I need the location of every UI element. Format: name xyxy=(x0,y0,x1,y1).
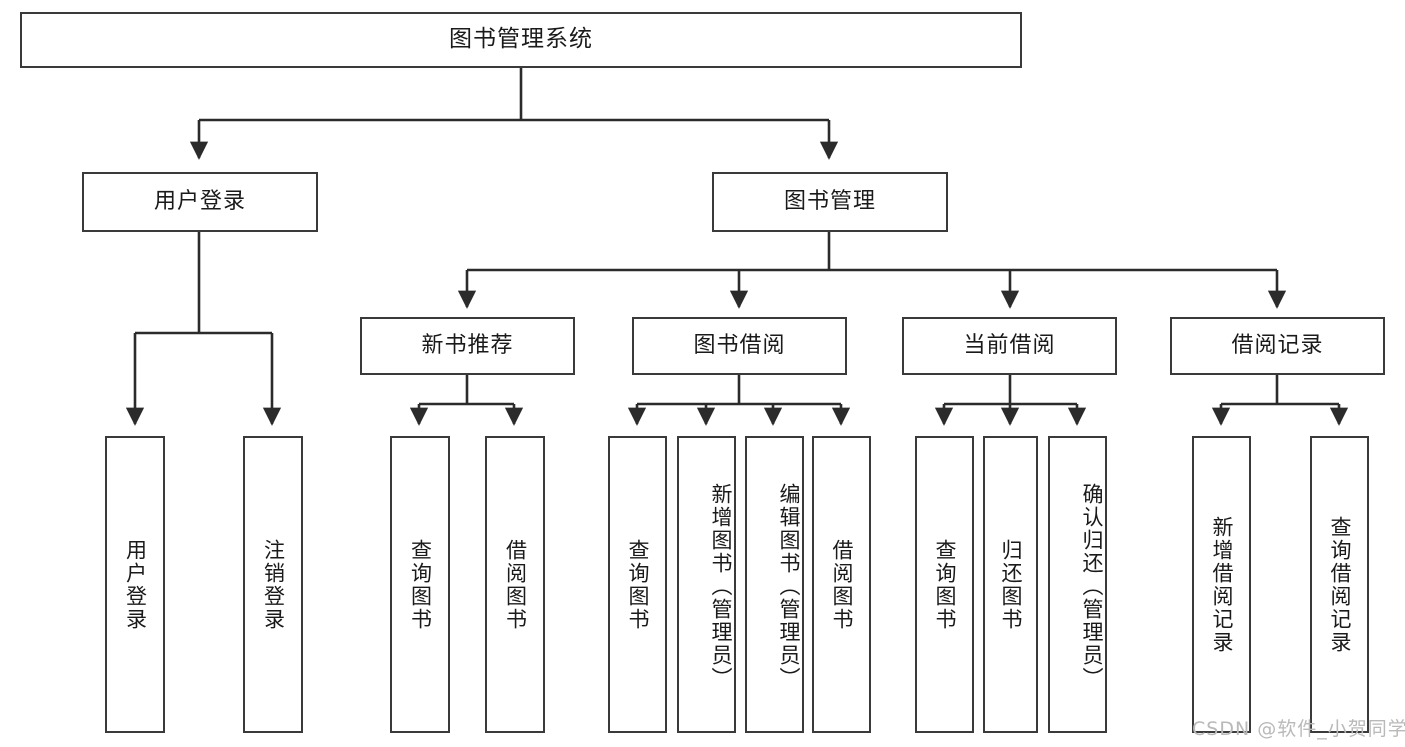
leaf-borrow-book-recommend[interactable]: 借阅图书 xyxy=(485,436,545,733)
watermark-text: CSDN @软件_小贺同学 xyxy=(1192,718,1405,740)
node-label: 确认归还（管理员） xyxy=(1080,483,1104,690)
leaf-query-borrow-record[interactable]: 查询借阅记录 xyxy=(1310,436,1369,733)
node-label: 当前借阅 xyxy=(963,332,1056,358)
leaf-query-book-current[interactable]: 查询图书 xyxy=(915,436,974,733)
leaf-borrow-book[interactable]: 借阅图书 xyxy=(812,436,871,733)
leaf-query-book-recommend[interactable]: 查询图书 xyxy=(390,436,450,733)
node-root-system[interactable]: 图书管理系统 xyxy=(20,12,1022,68)
leaf-edit-book-admin[interactable]: 编辑图书（管理员） xyxy=(745,436,804,733)
node-label: 图书管理 xyxy=(783,188,876,214)
node-label: 借阅图书 xyxy=(503,538,528,631)
node-user-login[interactable]: 用户登录 xyxy=(82,172,318,232)
leaf-user-login[interactable]: 用户登录 xyxy=(105,436,165,733)
leaf-logout-login[interactable]: 注销登录 xyxy=(243,436,303,733)
leaf-add-book-admin[interactable]: 新增图书（管理员） xyxy=(677,436,736,733)
node-label: 借阅图书 xyxy=(829,538,854,631)
leaf-confirm-return-admin[interactable]: 确认归还（管理员） xyxy=(1048,436,1107,733)
node-label: 注销登录 xyxy=(261,538,286,631)
node-label: 新书推荐 xyxy=(421,332,514,358)
node-book-management[interactable]: 图书管理 xyxy=(712,172,948,232)
leaf-return-book[interactable]: 归还图书 xyxy=(983,436,1038,733)
node-label: 查询图书 xyxy=(932,538,957,631)
node-borrow-record[interactable]: 借阅记录 xyxy=(1170,317,1385,375)
node-label: 图书管理系统 xyxy=(449,26,593,53)
node-label: 查询图书 xyxy=(408,538,433,631)
node-label: 查询借阅记录 xyxy=(1327,515,1352,654)
node-label: 用户登录 xyxy=(153,188,246,214)
node-label: 编辑图书（管理员） xyxy=(777,483,801,690)
node-label: 查询图书 xyxy=(625,538,650,631)
node-label: 用户登录 xyxy=(123,538,148,631)
node-book-borrow[interactable]: 图书借阅 xyxy=(632,317,847,375)
node-label: 借阅记录 xyxy=(1231,332,1324,358)
node-new-book-recommend[interactable]: 新书推荐 xyxy=(360,317,575,375)
node-label: 新增借阅记录 xyxy=(1209,515,1234,654)
node-label: 新增图书（管理员） xyxy=(709,483,733,690)
node-current-borrow[interactable]: 当前借阅 xyxy=(902,317,1117,375)
node-label: 归还图书 xyxy=(998,538,1023,631)
node-label: 图书借阅 xyxy=(693,332,786,358)
leaf-query-book-borrow[interactable]: 查询图书 xyxy=(608,436,667,733)
leaf-add-borrow-record[interactable]: 新增借阅记录 xyxy=(1192,436,1251,733)
